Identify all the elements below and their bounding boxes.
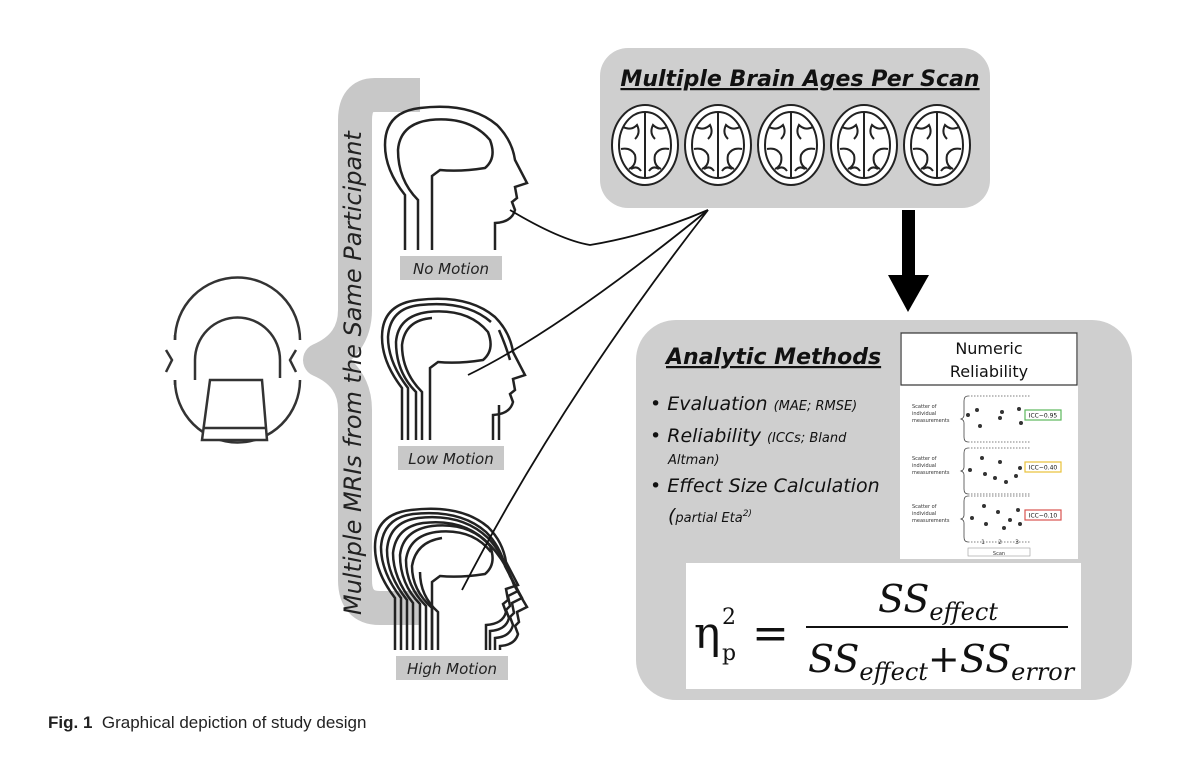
row-label: Scatter of (912, 404, 937, 410)
bullet-reliability: • Reliability (ICCs; Bland (650, 425, 847, 447)
head-low-motion-icon (380, 297, 527, 440)
scatter-point (980, 456, 984, 460)
scatter-point (1004, 480, 1008, 484)
formula-denominator: SSeffect+SSerror (808, 637, 1076, 686)
bullet-effect-size: • Effect Size Calculation (650, 475, 880, 497)
brain-icon (684, 104, 752, 186)
label-bg-high-motion (396, 656, 508, 680)
x-tick-3: 3 (1015, 539, 1019, 546)
row-label: individual (912, 511, 936, 517)
reliability-panel: Numeric Reliability Scatter ofindividual… (900, 332, 1078, 559)
brain-icon (757, 104, 825, 186)
down-arrow-icon (888, 210, 929, 312)
scatter-point (1014, 474, 1018, 478)
formula-lhs: η (694, 608, 720, 659)
scatter-point (1018, 522, 1022, 526)
scatter-point (1000, 410, 1004, 414)
connector-lines (461, 209, 709, 591)
brain-ages-title: Multiple Brain Ages Per Scan (620, 67, 979, 92)
bullet-reliability-cont: Altman) (667, 453, 720, 468)
reliability-header-line2: Reliability (950, 362, 1028, 381)
row-label: measurements (912, 518, 950, 524)
scatter-point (970, 516, 974, 520)
row-label: individual (912, 463, 936, 469)
head-label-no-motion: No Motion (413, 260, 489, 278)
brain-icon (830, 104, 898, 186)
row-label: Scatter of (912, 456, 937, 462)
formula-lhs-sup: 2 (722, 605, 736, 630)
label-bg-low-motion (398, 446, 504, 470)
scatter-point (1018, 466, 1022, 470)
scatter-point (1017, 407, 1021, 411)
eta-squared-formula: η 2 p = SSeffect SSeffect+SSerror (694, 577, 1076, 686)
mri-scanner-icon (164, 276, 302, 444)
scatter-point (975, 408, 979, 412)
bullet-evaluation: • Evaluation (MAE; RMSE) (650, 393, 857, 415)
caption-text: Graphical depiction of study design (101, 713, 367, 732)
formula-numerator: SSeffect (878, 577, 998, 626)
x-tick-2: 2 (998, 539, 1002, 546)
brain-icon (611, 104, 679, 186)
row-label: individual (912, 411, 936, 417)
brain-icons-row (611, 104, 971, 186)
row-label: Scatter of (912, 504, 937, 510)
analytic-bullets: • Evaluation (MAE; RMSE) • Reliability (… (650, 393, 880, 527)
analytic-title: Analytic Methods (664, 345, 881, 370)
head-label-high-motion: High Motion (407, 660, 497, 678)
bullet-effect-size-detail: (partial Eta2) (668, 505, 752, 527)
reliability-header-line1: Numeric (955, 339, 1022, 358)
formula-lhs-sub: p (722, 641, 736, 666)
scatter-point (1008, 518, 1012, 522)
scatter-point (982, 504, 986, 508)
icc-badge (1024, 461, 1062, 473)
participant-bracket (303, 78, 420, 625)
figure-caption: Fig. 1 Graphical depiction of study desi… (48, 713, 366, 733)
scatter-point (984, 522, 988, 526)
scatter-point (1019, 421, 1023, 425)
scatter-point (968, 468, 972, 472)
label-bg-no-motion (400, 256, 502, 280)
formula-eq: = (752, 608, 789, 659)
scatter-point (1002, 526, 1006, 530)
vertical-label: Multiple MRIs from the Same Participant (339, 130, 367, 615)
scatter-point (993, 476, 997, 480)
x-label: Scan (993, 551, 1005, 557)
icc-badge (1024, 509, 1062, 521)
scatter-point (996, 510, 1000, 514)
scatter-point (998, 460, 1002, 464)
scatter-point (966, 413, 970, 417)
scatter-point (978, 424, 982, 428)
icc-value: ICC~0.95 (1029, 413, 1058, 420)
brain-icon (903, 104, 971, 186)
scatter-point (998, 416, 1002, 420)
row-label: measurements (912, 470, 950, 476)
reliability-header-box (900, 332, 1078, 386)
icc-value: ICC~0.40 (1029, 465, 1058, 472)
head-label-low-motion: Low Motion (408, 450, 493, 468)
head-high-motion-icon (373, 507, 529, 650)
head-no-motion-icon (383, 105, 529, 250)
icc-badge (1024, 409, 1062, 421)
caption-label: Fig. 1 (48, 713, 93, 732)
x-tick-1: 1 (981, 539, 985, 546)
scatter-point (1016, 508, 1020, 512)
scatter-point (983, 472, 987, 476)
row-label: measurements (912, 418, 950, 424)
icc-value: ICC~0.10 (1029, 513, 1058, 520)
